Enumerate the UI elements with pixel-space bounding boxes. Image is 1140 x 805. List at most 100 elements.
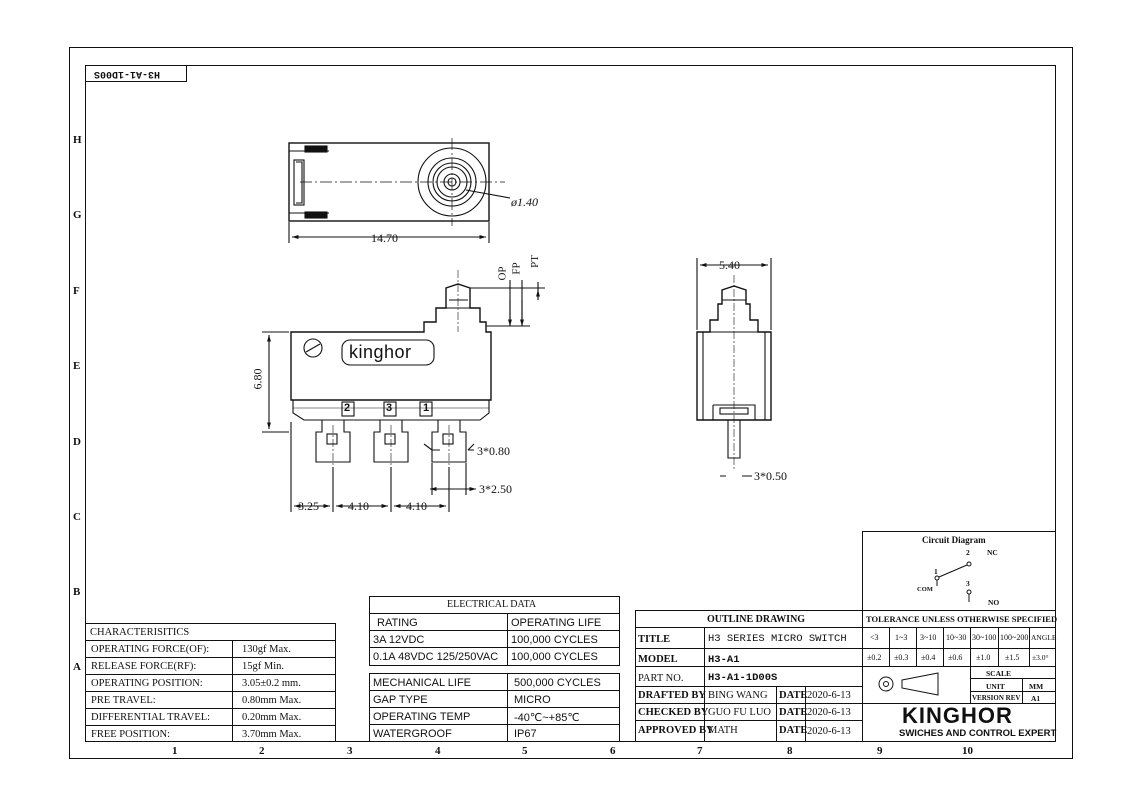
tol-value-6: ±1.5: [1005, 653, 1020, 662]
tol-range-6: 100~200: [1000, 633, 1029, 642]
mech-value-gap: MICRO: [514, 694, 551, 706]
drawing-number-box: [85, 65, 187, 82]
dim-diameter: ø1.40: [511, 195, 538, 209]
company-name: KINGHOR: [902, 703, 1013, 728]
tol-value-4: ±0.6: [948, 653, 963, 662]
side-view: [696, 258, 772, 477]
mech-label-temp: OPERATING TEMP: [373, 711, 471, 723]
row-label-e: E: [73, 360, 81, 372]
tol-value-5: ±1.0: [976, 653, 991, 662]
circuit-no-label: NO: [988, 598, 1000, 607]
mech-label-gap: GAP TYPE: [373, 694, 428, 706]
date-label-approved: DATE: [779, 725, 808, 736]
dim-height: 6.80: [250, 368, 265, 390]
row-label-h: H: [73, 134, 82, 146]
char-value-pt: 0.80mm Max.: [242, 695, 302, 706]
tol-value-3: ±0.4: [921, 653, 936, 662]
dim-fp: FP: [510, 262, 523, 275]
dim-side-width: 5.40: [719, 258, 740, 272]
tol-range-3: 3~10: [920, 633, 937, 642]
char-value-op: 3.05±0.2 mm.: [242, 678, 301, 689]
dim-op: OP: [496, 266, 509, 281]
col-label-4: 4: [435, 745, 441, 757]
outline-drawing-label: OUTLINE DRAWING: [707, 614, 806, 625]
row-label-b: B: [73, 586, 81, 598]
projection-symbol-icon: [878, 672, 939, 696]
part-label: PART NO.: [638, 673, 684, 684]
front-view: [262, 270, 545, 512]
date-label-checked: DATE: [779, 707, 808, 718]
char-value-fp: 3.70mm Max.: [242, 729, 302, 740]
top-view: [288, 138, 511, 243]
circuit-nc-num: 2: [966, 548, 970, 557]
row-label-d: D: [73, 436, 81, 448]
col-label-6: 6: [610, 745, 616, 757]
brand-part-3: r: [405, 342, 412, 362]
date-drafted: 2020-6-13: [807, 690, 851, 701]
col-label-5: 5: [522, 745, 528, 757]
version-label: VERSION REV: [972, 694, 1021, 702]
row-label-f: F: [73, 285, 80, 297]
tol-value-2: ±0.3: [894, 653, 909, 662]
drafted-label: DRAFTED BY: [638, 690, 706, 701]
tol-range-1: <3: [870, 633, 879, 642]
dim-pitch-second: 4.10: [348, 499, 369, 513]
char-value-of: 130gf Max.: [242, 644, 291, 655]
tol-range-7: ANGLE: [1031, 633, 1057, 642]
brand-part-2: o: [394, 342, 406, 362]
characteristics-title: CHARACTERISITICS: [90, 627, 190, 638]
circuit-title: Circuit Diagram: [922, 535, 986, 545]
dim-top-length: 14.70: [371, 231, 398, 245]
dim-pitch-first: 3.25: [298, 499, 319, 513]
electrical-header-life: OPERATING LIFE: [511, 617, 602, 629]
tol-range-4: 10~30: [946, 633, 967, 642]
approved-value: MATH: [708, 725, 738, 736]
col-label-8: 8: [787, 745, 793, 757]
dim-terminal-thickness: 3*0.80: [477, 444, 510, 458]
checked-value: GUO FU LUO: [708, 707, 771, 718]
title-label: TITLE: [638, 634, 671, 645]
tol-range-2: 1~3: [895, 633, 908, 642]
model-label: MODEL: [638, 654, 678, 665]
dim-terminal-width: 3*2.50: [479, 482, 512, 496]
col-label-7: 7: [697, 745, 703, 757]
char-label-rf: RELEASE FORCE(RF):: [91, 661, 197, 672]
char-label-dt: DIFFERENTIAL TRAVEL:: [91, 712, 211, 723]
char-label-op: OPERATING POSITION:: [91, 678, 203, 689]
tol-value-7: ±3.0°: [1032, 653, 1049, 662]
scale-label: SCALE: [986, 669, 1012, 678]
mech-value-temp: -40℃~+85℃: [514, 712, 580, 724]
outer-frame: [69, 47, 1073, 759]
tolerance-title: TOLERANCE UNLESS OTHERWISE SPECIFIED: [866, 614, 1058, 624]
row-label-c: C: [73, 511, 81, 523]
unit-label: UNIT: [986, 682, 1005, 691]
tol-range-5: 30~100: [972, 633, 997, 642]
tol-value-1: ±0.2: [867, 653, 882, 662]
switch-brand-logo: kinghor: [349, 343, 412, 361]
approved-label: APPROVED BY: [638, 725, 714, 736]
char-value-dt: 0.20mm Max.: [242, 712, 302, 723]
circuit-com-label: COM: [917, 586, 933, 593]
company-slogan: SWICHES AND CONTROL EXPERT: [899, 728, 1057, 739]
col-label-3: 3: [347, 745, 353, 757]
dim-side-terminal: 3*0.50: [754, 469, 787, 483]
terminal-label-3: 3: [386, 402, 393, 414]
char-value-rf: 15gf Min.: [242, 661, 284, 672]
circuit-nc-label: NC: [987, 548, 998, 557]
col-label-10: 10: [962, 745, 973, 757]
checked-label: CHECKED BY: [638, 707, 709, 718]
terminal-label-2: 2: [344, 402, 351, 414]
col-label-2: 2: [259, 745, 265, 757]
electrical-header-rating: RATING: [377, 617, 418, 629]
unit-value: MM: [1029, 682, 1044, 691]
circuit-no-num: 3: [966, 579, 970, 588]
row-label-g: G: [73, 209, 82, 221]
dim-pt: PT: [528, 255, 541, 268]
row-label-a: A: [73, 661, 81, 673]
mech-label-water: WATERGROOF: [373, 728, 452, 740]
char-label-of: OPERATING FORCE(OF):: [91, 644, 210, 655]
mech-label-life: MECHANICAL LIFE: [373, 677, 472, 689]
dim-pitch-third: 4.10: [406, 499, 427, 513]
